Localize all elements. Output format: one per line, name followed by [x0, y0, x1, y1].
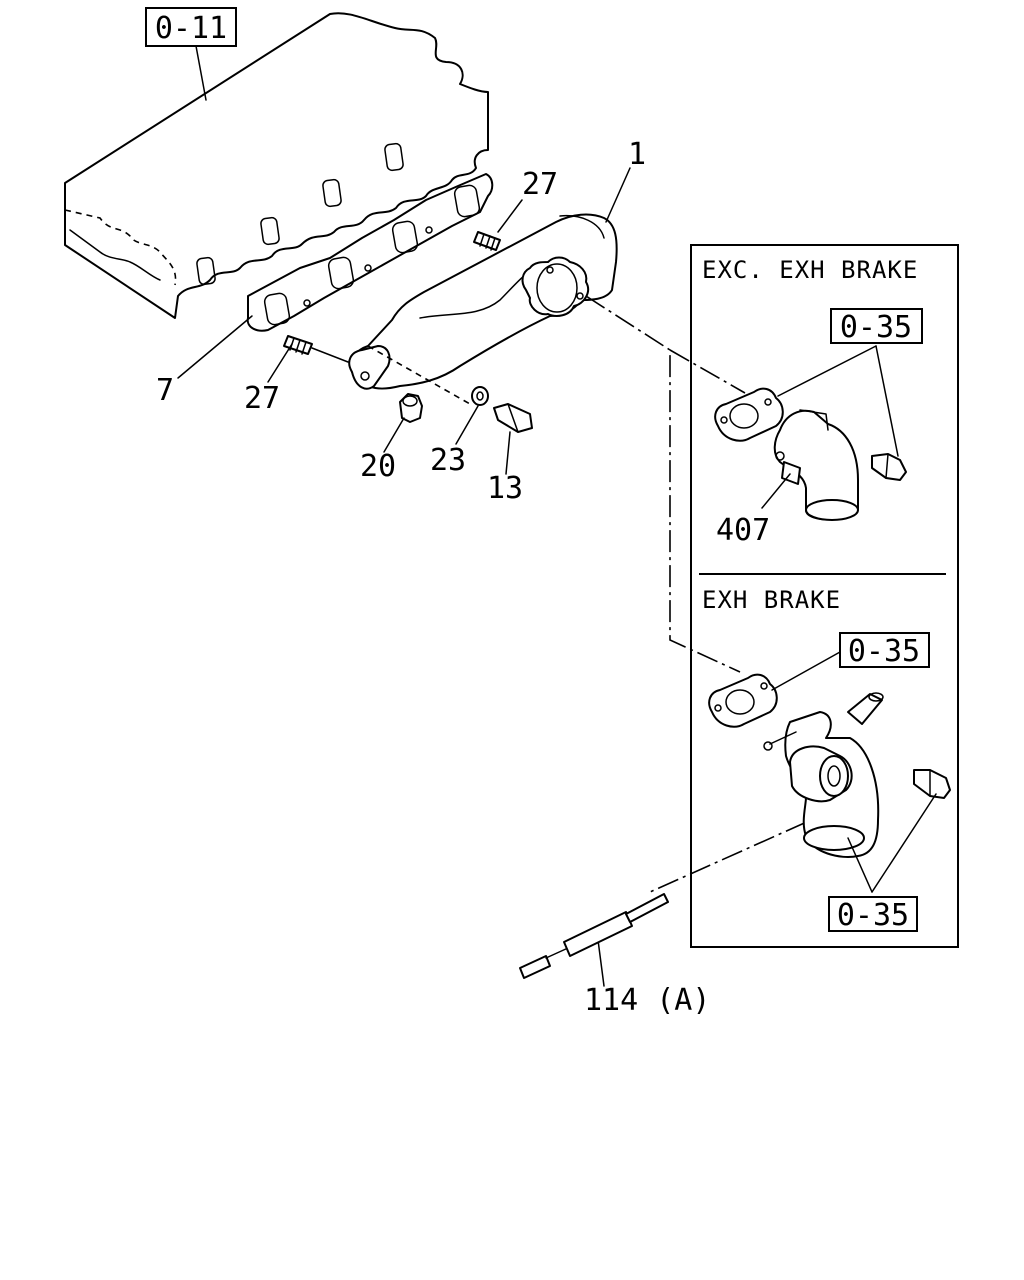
ref-label-exh-mid: 0-35: [848, 634, 920, 669]
callout-manifold: 1: [628, 137, 646, 172]
panel-title-exh-brake: EXH BRAKE: [702, 586, 841, 614]
washer: [471, 386, 489, 406]
ref-label-exh-bottom: 0-35: [837, 898, 909, 933]
callout-nut: 20: [360, 449, 396, 484]
stud-lower: [283, 335, 349, 363]
callout-pipe-exc: 407: [716, 513, 770, 548]
leader-nut: [383, 417, 405, 453]
leader-stud-upper: [497, 199, 523, 233]
leader-exc-bolt: [875, 345, 899, 457]
leader-pipe: [761, 473, 791, 509]
leader-gasket: [177, 315, 253, 379]
leader-bolt: [505, 431, 511, 475]
leader-exh-gasket: [771, 651, 841, 691]
panel-title-exc-exh-brake: EXC. EXH BRAKE: [702, 256, 918, 284]
callout-bolt: 13: [487, 471, 523, 506]
ref-label-exc-top: 0-35: [840, 310, 912, 345]
gasket-exh: [708, 673, 778, 728]
ref-box-exc-top: 0-35: [830, 308, 923, 345]
exhaust-manifold: [348, 213, 618, 390]
callout-stud-upper: 27: [522, 167, 558, 202]
leader-exh-pipe: [847, 837, 873, 893]
flange-bolt-exc: [871, 453, 907, 481]
callout-gasket: 7: [156, 373, 174, 408]
leader-manifold: [605, 167, 631, 223]
gasket-exc: [714, 387, 784, 442]
stud-upper: [473, 231, 501, 251]
ref-box-cyl-head: 0-11: [145, 7, 237, 47]
ref-box-exh-bottom: 0-35: [828, 896, 918, 933]
exhaust-pipe-elbow: [773, 409, 859, 521]
ref-label-cyl-head: 0-11: [155, 11, 227, 46]
brake-cable: [519, 893, 669, 979]
leader-exh-bolt: [871, 793, 937, 893]
manifold-gasket: [246, 173, 494, 332]
variant-panel: [690, 244, 959, 948]
assembly-line-bolt: [367, 345, 471, 405]
callout-cable: 114 (A): [584, 983, 710, 1018]
leader-exc-gasket: [777, 345, 877, 397]
leader-cable: [597, 939, 605, 987]
ref-box-exh-mid: 0-35: [839, 632, 930, 669]
leader-stud-lower: [267, 343, 293, 383]
assembly-line-exc: [669, 349, 746, 394]
callout-stud-lower: 27: [244, 381, 280, 416]
exhaust-brake-valve: [763, 692, 884, 858]
flange-bolt-exh: [913, 769, 951, 799]
callout-washer: 23: [430, 443, 466, 478]
leader-washer: [455, 405, 479, 445]
leader-cyl-head: [195, 45, 207, 101]
bolt: [493, 403, 533, 433]
cylinder-head: [64, 12, 489, 319]
assembly-line-flange: [585, 295, 741, 673]
